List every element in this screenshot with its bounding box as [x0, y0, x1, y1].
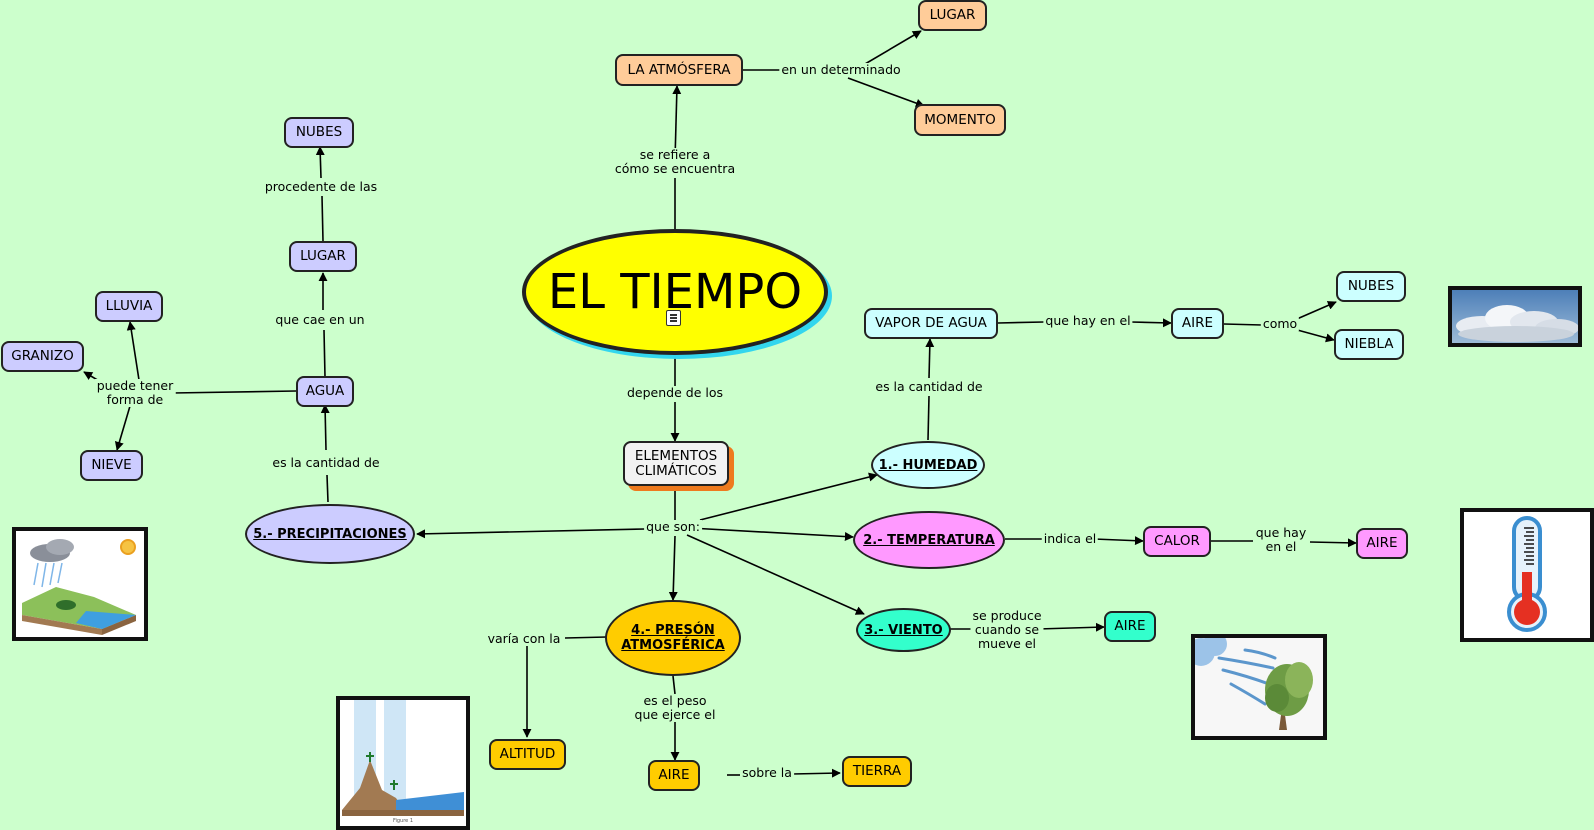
aire-humedad-node[interactable]: AIRE — [1171, 308, 1224, 339]
lugar-left-node[interactable]: LUGAR — [289, 241, 357, 272]
viento-node[interactable]: 3.- VIENTO — [856, 608, 951, 652]
granizo-text: GRANIZO — [11, 348, 74, 364]
link-label-sobre-la: sobre la — [740, 765, 794, 780]
momento-node[interactable]: MOMENTO — [914, 104, 1006, 136]
viento-text: 3.- VIENTO — [864, 622, 943, 638]
link-label-indica-el: indica el — [1041, 531, 1099, 546]
atmosfera-node[interactable]: LA ATMÓSFERA — [615, 54, 743, 86]
nubes-right-text: NUBES — [1347, 278, 1395, 294]
document-icon[interactable] — [666, 310, 681, 326]
aire-temp-text: AIRE — [1366, 535, 1398, 551]
link-label-es-el-peso: es el peso que ejerce el — [632, 693, 718, 722]
aire-humedad-text: AIRE — [1181, 315, 1214, 331]
vapor-de-agua-node[interactable]: VAPOR DE AGUA — [864, 308, 998, 339]
tierra-text: TIERRA — [852, 763, 902, 779]
aire-presion-node[interactable]: AIRE — [648, 760, 700, 791]
niebla-node[interactable]: NIEBLA — [1334, 329, 1404, 360]
presion-atmosferica-node[interactable]: 4.- PRESÓN ATMOSFÉRICA — [605, 600, 741, 676]
wind-tree-icon — [1191, 634, 1327, 740]
altitud-node[interactable]: ALTITUD — [489, 739, 566, 770]
elementos-text: ELEMENTOS CLIMÁTICOS — [634, 447, 718, 479]
link-label-puede-tener: puede tener forma de — [94, 378, 176, 407]
link-label-que-hay-en-el: que hay en el — [1043, 313, 1133, 328]
link-label-es-cantidad-precip: es la cantidad de — [270, 455, 382, 470]
nubes-right-node[interactable]: NUBES — [1336, 271, 1406, 302]
lugar-left-text: LUGAR — [300, 248, 346, 264]
precipitaciones-node[interactable]: 5.- PRECIPITACIONES — [245, 504, 415, 564]
water-cycle-icon — [12, 527, 148, 641]
agua-text: AGUA — [305, 383, 345, 399]
el-tiempo-node[interactable]: EL TIEMPO — [522, 229, 828, 355]
aire-temperatura-node[interactable]: AIRE — [1356, 528, 1408, 559]
aire-viento-text: AIRE — [1114, 618, 1146, 634]
temperatura-text: 2.- TEMPERATURA — [863, 532, 995, 548]
nieve-text: NIEVE — [91, 457, 132, 473]
altitud-text: ALTITUD — [499, 746, 556, 762]
pressure-figure: Figure 1 — [336, 696, 470, 830]
link-label-en-un-determinado: en un determinado — [779, 62, 903, 77]
lugar-top-node[interactable]: LUGAR — [918, 0, 987, 31]
vapor-text: VAPOR DE AGUA — [875, 315, 987, 331]
pressure-figure-caption: Figure 1 — [393, 818, 413, 824]
link-label-que-son: que son: — [644, 519, 702, 534]
temperatura-node[interactable]: 2.- TEMPERATURA — [853, 511, 1005, 569]
link-label-que-cae: que cae en un — [273, 312, 367, 327]
momento-text: MOMENTO — [924, 111, 996, 128]
precipitaciones-text: 5.- PRECIPITACIONES — [253, 526, 407, 542]
link-label-procedente: procedente de las — [262, 179, 380, 194]
atmosfera-text: LA ATMÓSFERA — [627, 61, 731, 78]
elementos-climaticos-node[interactable]: ELEMENTOS CLIMÁTICOS — [623, 441, 729, 486]
clouds-photo — [1448, 286, 1582, 347]
link-label-es-cantidad-humedad: es la cantidad de — [873, 379, 985, 394]
humedad-text: 1.- HUMEDAD — [878, 457, 978, 473]
el-tiempo-text: EL TIEMPO — [547, 263, 803, 320]
aire-presion-text: AIRE — [658, 767, 690, 783]
link-label-depende: depende de los — [624, 385, 726, 400]
lluvia-text: LLUVIA — [105, 298, 153, 314]
calor-text: CALOR — [1154, 533, 1200, 549]
calor-node[interactable]: CALOR — [1143, 526, 1211, 557]
link-label-como: como — [1260, 316, 1300, 331]
tierra-node[interactable]: TIERRA — [842, 756, 912, 787]
link-label-se-produce: se produce cuando se mueve el — [970, 608, 1044, 651]
humedad-node[interactable]: 1.- HUMEDAD — [871, 441, 985, 489]
link-label-varia-con-la: varía con la — [485, 631, 563, 646]
nieve-node[interactable]: NIEVE — [80, 450, 143, 481]
granizo-node[interactable]: GRANIZO — [1, 341, 84, 372]
niebla-text: NIEBLA — [1344, 336, 1394, 352]
agua-node[interactable]: AGUA — [296, 376, 354, 407]
thermometer-icon — [1460, 508, 1594, 642]
nubes-left-text: NUBES — [295, 124, 343, 140]
lluvia-node[interactable]: LLUVIA — [95, 291, 163, 322]
aire-viento-node[interactable]: AIRE — [1104, 611, 1156, 642]
nubes-left-node[interactable]: NUBES — [284, 117, 354, 148]
link-label-se-refiere: se refiere a cómo se encuentra — [612, 147, 738, 176]
lugar-top-text: LUGAR — [929, 7, 976, 23]
link-label-que-hay-en-el-2: que hay en el — [1253, 525, 1309, 554]
presion-text: 4.- PRESÓN ATMOSFÉRICA — [621, 623, 725, 653]
